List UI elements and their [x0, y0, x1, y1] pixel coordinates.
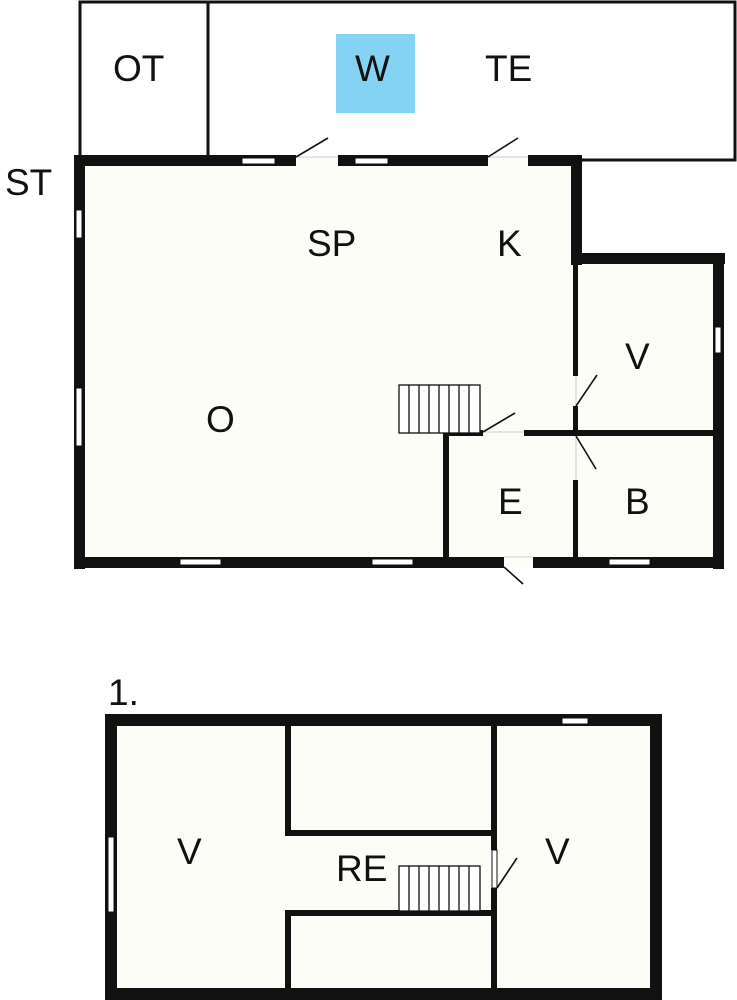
e-top-wall-right	[524, 430, 716, 436]
window	[75, 387, 83, 447]
window	[371, 558, 414, 566]
e-b-wall	[573, 480, 578, 560]
label-sp: SP	[307, 223, 356, 264]
top-wall-middle	[338, 155, 488, 166]
right-wall	[713, 253, 724, 569]
kitchen-right-wall	[571, 155, 582, 265]
label-k: K	[497, 223, 522, 264]
top-wall-right	[528, 155, 582, 166]
label-floor-level: 1.	[108, 672, 139, 713]
top-storage-bottom-wall	[285, 830, 497, 836]
bottom-storage-top-wall	[285, 910, 497, 916]
label-re: RE	[336, 848, 387, 889]
upper-floor-area	[107, 716, 661, 1000]
label-v-left: V	[177, 831, 202, 872]
door-swing	[496, 857, 518, 889]
door-swing	[295, 137, 329, 158]
label-b: B	[625, 481, 650, 522]
window	[608, 558, 651, 566]
right-divider-wall-upper	[491, 724, 497, 850]
staircase	[398, 865, 481, 912]
label-te: TE	[485, 48, 532, 89]
w-highlight-box	[336, 34, 415, 113]
upper-top-wall	[105, 714, 662, 726]
main-floor-area	[76, 157, 722, 567]
label-v-right: V	[545, 831, 570, 872]
door-swing	[575, 435, 597, 470]
top-wall-left	[74, 155, 296, 166]
window	[241, 157, 276, 165]
upper-right-wall	[650, 714, 662, 1000]
label-o: O	[206, 399, 235, 440]
top-storage-left-wall	[285, 724, 291, 836]
left-wall	[74, 155, 85, 569]
label-e: E	[498, 481, 523, 522]
window	[561, 717, 589, 725]
window	[107, 836, 115, 913]
bottom-storage-left-wall	[285, 910, 291, 990]
label-st: ST	[5, 162, 52, 203]
upper-bottom-wall	[105, 988, 662, 1000]
door-swing	[575, 374, 598, 407]
window	[179, 558, 222, 566]
label-w: W	[355, 48, 390, 89]
label-ot: OT	[113, 48, 164, 89]
staircase	[398, 384, 481, 434]
upper-floor-plan: 1. V RE	[105, 672, 662, 1000]
v-left-wall	[573, 262, 578, 376]
right-divider-wall-lower	[491, 888, 497, 990]
window	[75, 209, 83, 239]
ground-floor-plan: ST OT W TE SP K V O E B	[5, 0, 737, 585]
entrance-door-swing	[503, 566, 524, 585]
window	[714, 326, 722, 354]
door-opening	[491, 849, 498, 889]
bottom-wall-left	[74, 557, 504, 568]
label-v: V	[625, 336, 650, 377]
door-swing	[482, 412, 516, 433]
v-left-wall-lower	[573, 406, 578, 436]
door-swing	[487, 137, 519, 158]
e-left-wall	[443, 430, 449, 560]
window	[354, 157, 389, 165]
v-top-wall	[571, 253, 725, 264]
